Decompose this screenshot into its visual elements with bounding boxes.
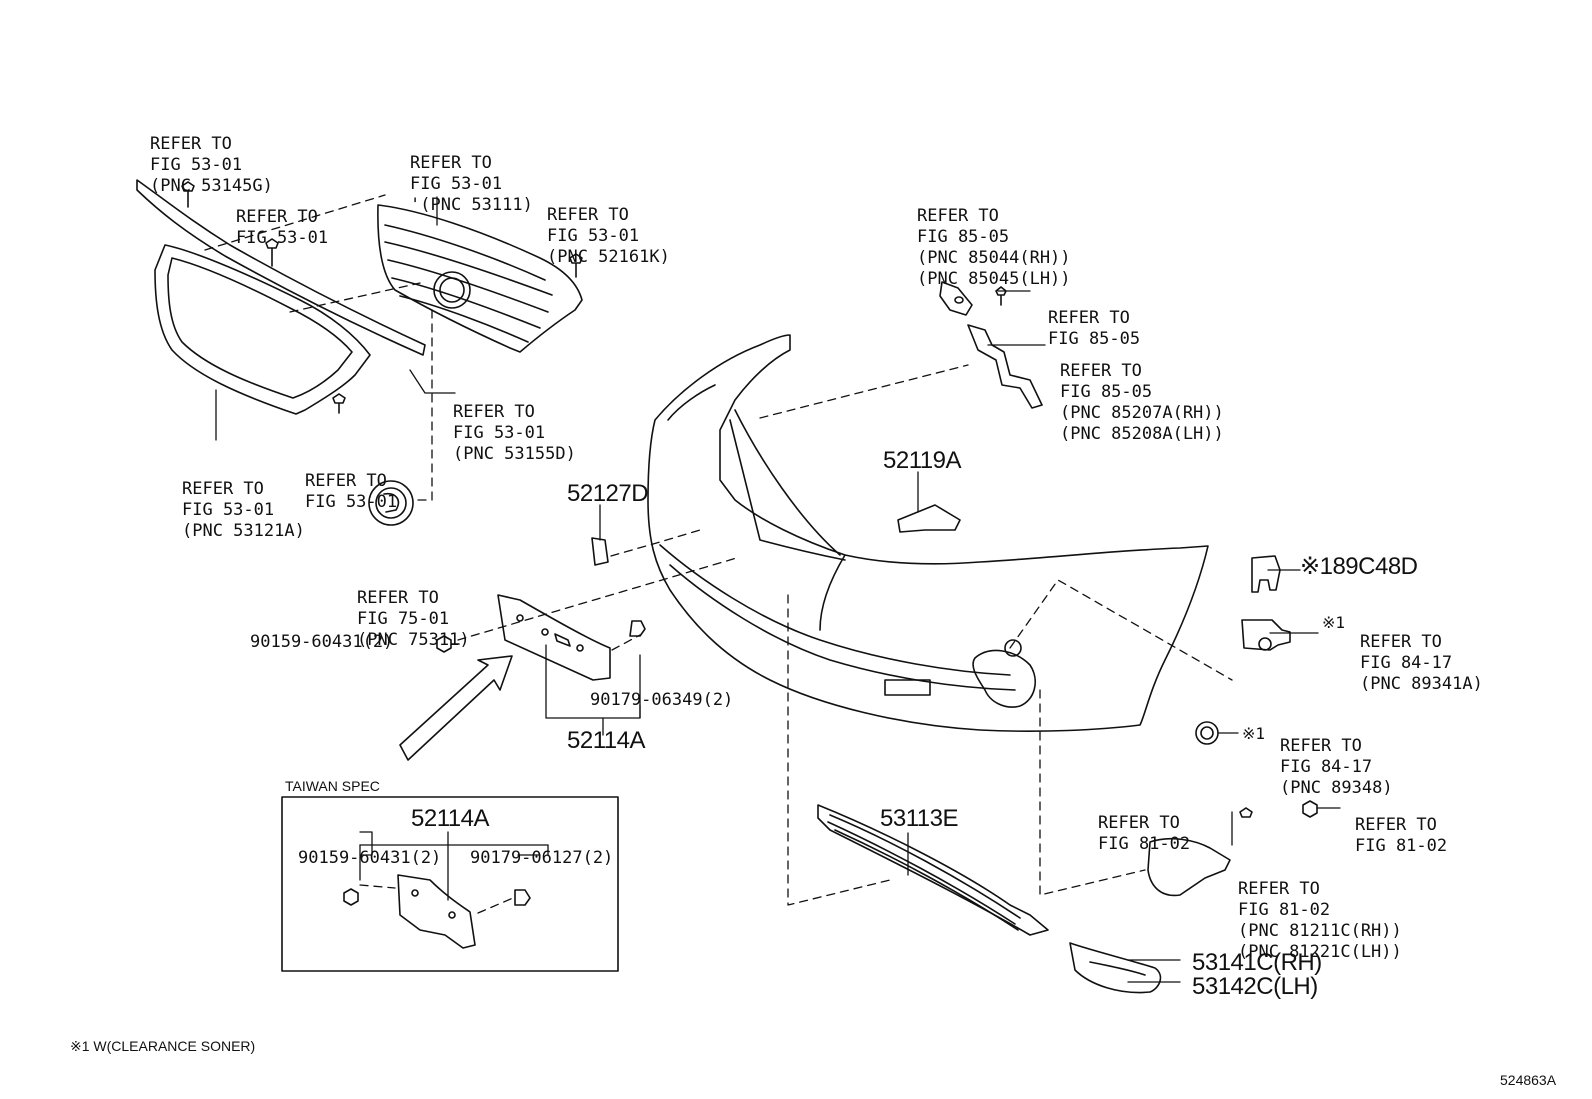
part-52119a: 52119A (883, 447, 961, 474)
sensor-retainer (1251, 555, 1281, 593)
part-53142c: 53142C(LH) (1192, 973, 1318, 1000)
taiwan-bolt (343, 888, 359, 906)
fog-lamp-cover (1069, 942, 1162, 994)
radiator-grille (377, 204, 583, 353)
grille-upper-molding (136, 179, 426, 356)
bracket-52127d (591, 537, 609, 566)
taiwan-spec-title: TAIWAN SPEC (285, 778, 380, 794)
part-90159: 90159-60431(2) (250, 632, 394, 652)
nut-90179 (629, 620, 646, 637)
front-bumper-cover (647, 334, 1209, 732)
part-52127d: 52127D (567, 480, 649, 507)
clearance-sensor (1241, 619, 1291, 651)
taiwan-nut-label: 90179-06127(2) (470, 848, 614, 868)
bolt-90159 (436, 635, 460, 653)
part-52114a: 52114A (567, 727, 645, 754)
taiwan-nut (514, 889, 531, 906)
mark-89341a: ※1 (1322, 613, 1346, 632)
grille-frame (154, 244, 371, 415)
taiwan-bracket (397, 874, 476, 949)
footnote: ※1 W(CLEARANCE SONER) (70, 1038, 256, 1054)
headlamp-washer-cover (939, 281, 973, 316)
sensor-cushion (1195, 721, 1219, 745)
lower-grille (817, 804, 1049, 936)
part-53141c: 53141C(RH) (1192, 949, 1322, 976)
illustration-id: 524863A (1500, 1072, 1557, 1088)
taiwan-bolt-label: 90159-60431(2) (298, 848, 442, 868)
part-90179: 90179-06349(2) (590, 690, 734, 710)
license-bracket (497, 594, 611, 681)
dashed-lines (204, 194, 1233, 914)
view-direction-arrow (399, 655, 513, 761)
part-89c48d: ※189C48D (1300, 553, 1418, 580)
taiwan-spec-box (281, 796, 619, 972)
leader-lines (215, 196, 1341, 983)
taiwan-part: 52114A (411, 805, 489, 832)
part-53113e: 53113E (880, 805, 958, 832)
mark-89348: ※1 (1242, 724, 1266, 743)
fastener-clips (181, 181, 583, 414)
emblem (368, 480, 414, 526)
fog-lamp (1147, 800, 1318, 897)
